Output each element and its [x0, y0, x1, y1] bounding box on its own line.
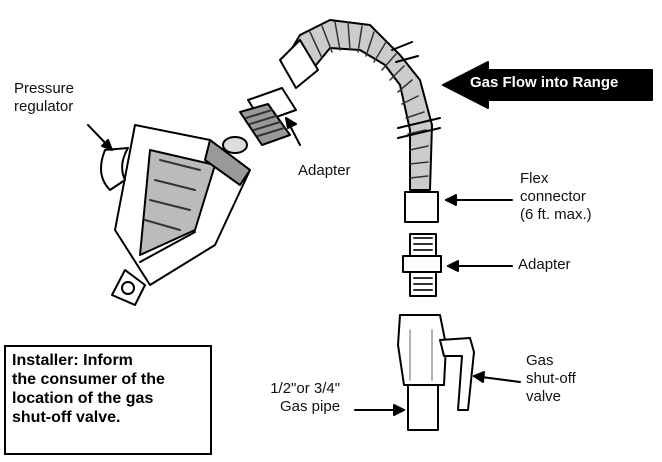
flex-connector-label-line: (6 ft. max.) [520, 206, 592, 223]
installer-note-line: location of the gas [12, 390, 154, 407]
adapter-top-label: Adapter [298, 162, 351, 179]
gas-pipe-label: 1/2"or 3/4"Gas pipe [258, 380, 340, 416]
adapter-right-label: Adapter [518, 256, 571, 273]
pressure-regulator-drawing [100, 124, 251, 306]
flex-connector-label-line: Flex [520, 170, 549, 187]
gas-valve-label-line: shut-off [526, 370, 576, 387]
installer-note: Installer: Inform the consumer of the lo… [4, 345, 212, 455]
pressure-regulator-label-line: Pressure [14, 80, 75, 97]
gas-valve-label-line: valve [526, 388, 562, 405]
flex-connector-label-line: connector [520, 188, 586, 205]
gas-flow-banner [442, 61, 653, 109]
installer-note-line: Installer: Inform [12, 352, 133, 369]
gas-valve-label-line: Gas [526, 352, 554, 369]
adapter-top-drawing [239, 87, 297, 146]
gas-pipe-label-line: 1/2"or 3/4" [270, 380, 341, 397]
installer-note-line: shut-off valve. [12, 409, 121, 426]
gas-pipe-label-line: Gas pipe [280, 398, 341, 415]
gas-flow-label: Gas Flow into Range [470, 74, 619, 91]
installer-note-line: the consumer of the [12, 371, 165, 388]
label-arrows [87, 117, 521, 416]
pressure-regulator-label-line: regulator [14, 98, 74, 115]
flex-connector-drawing [279, 19, 441, 223]
adapter-right-drawing [402, 233, 442, 297]
gas-valve-drawing [397, 314, 475, 431]
